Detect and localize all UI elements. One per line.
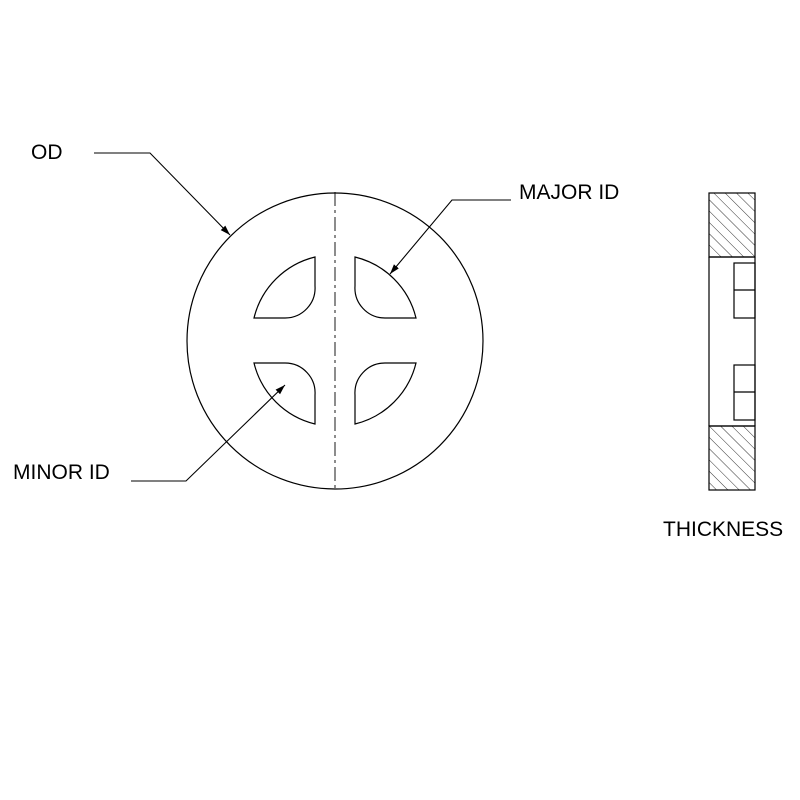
major-id-label: MAJOR ID (519, 181, 620, 204)
od-leader (94, 152, 231, 236)
inner-profile-top-right (354, 256, 417, 319)
inner-profile-bottom-right (354, 362, 417, 425)
major-id-leader (389, 199, 511, 275)
thickness-label: THICKNESS (663, 518, 784, 541)
side-view (708, 192, 756, 491)
leaders (94, 152, 511, 482)
inner-profile-bottom-left (253, 362, 316, 425)
minor-id-leader (131, 384, 286, 482)
minor-id-label: MINOR ID (13, 461, 110, 484)
od-label: OD (31, 141, 63, 164)
section-bottom-hatched (708, 425, 756, 491)
inner-profile (253, 256, 316, 319)
front-view (186, 192, 484, 490)
section-top-hatched (708, 192, 756, 258)
